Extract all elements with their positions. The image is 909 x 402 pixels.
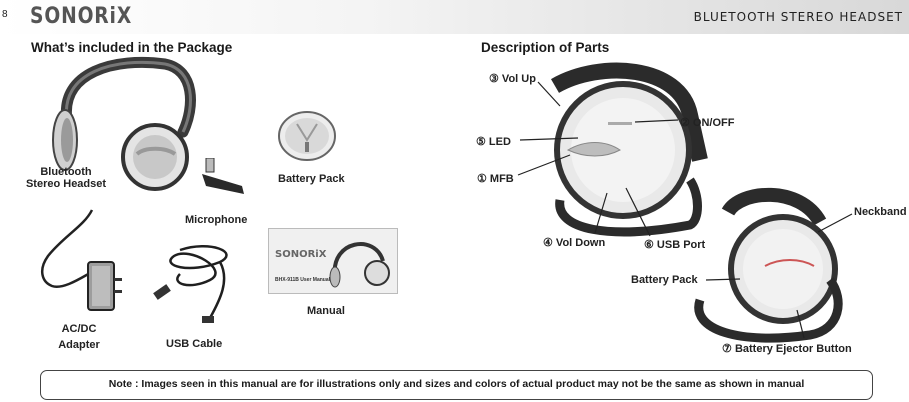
headset-label-line1: Bluetooth xyxy=(40,166,92,178)
battery-ejector-text: Battery Ejector Button xyxy=(734,343,852,355)
back-earcup-illustration xyxy=(694,187,843,343)
adapter-label-line1: AC/DC xyxy=(61,323,97,335)
vol-up-leader xyxy=(537,81,561,107)
battery-ejector-marker: ⑦ xyxy=(722,343,732,355)
microphone-label: Microphone xyxy=(185,214,248,226)
adapter-label-line2: Adapter xyxy=(58,339,100,351)
headset-label: Bluetooth Stereo Headset xyxy=(20,166,112,190)
package-section-title: What’s included in the Package xyxy=(31,40,233,55)
battery-ejector-leader xyxy=(796,309,805,339)
microphone-image xyxy=(202,158,244,194)
label-led: ⑤ LED xyxy=(476,136,511,148)
battery-pack-leader xyxy=(705,278,741,281)
manual-label: Manual xyxy=(307,305,345,317)
label-vol-up: ③ Vol Up xyxy=(489,73,536,85)
headset-label-line2: Stereo Headset xyxy=(25,178,107,190)
manual-image: SONORiX BHX-911B User Manual xyxy=(268,228,398,294)
led-leader xyxy=(519,137,579,141)
headset-image xyxy=(52,56,196,191)
usb-cable-image xyxy=(153,245,228,323)
label-mfb: ① MFB xyxy=(477,173,514,185)
disclaimer-note: Note : Images seen in this manual are fo… xyxy=(40,370,873,400)
label-vol-down: ④ Vol Down xyxy=(543,237,606,249)
brand-logo: SONORiX xyxy=(30,4,133,29)
usb-cable-label: USB Cable xyxy=(166,338,223,350)
header-title: BLUETOOTH STEREO HEADSET xyxy=(693,10,903,24)
main-earcup-illustration xyxy=(551,62,708,237)
manual-headset-icon xyxy=(329,242,390,288)
page-number: 8 xyxy=(2,9,8,20)
adapter-label: AC/DC Adapter xyxy=(44,321,114,353)
vol-down-leader xyxy=(594,192,608,234)
label-battery-pack: Battery Pack xyxy=(631,274,698,286)
parts-section-title: Description of Parts xyxy=(481,40,610,55)
page-header xyxy=(0,0,909,34)
on-off-leader xyxy=(634,119,679,123)
usb-port-leader xyxy=(625,187,651,237)
neckband-leader xyxy=(817,213,853,233)
battery-pack-image xyxy=(278,111,336,161)
label-battery-ejector: ⑦ Battery Ejector Button xyxy=(722,342,852,355)
label-on-off: ② ON/OFF xyxy=(680,117,735,129)
adapter-image xyxy=(40,209,122,311)
manual-brand: SONORiX xyxy=(275,249,327,260)
battery-pack-label: Battery Pack xyxy=(278,173,345,185)
label-usb-port: ⑥ USB Port xyxy=(644,239,706,251)
label-neckband: Neckband xyxy=(854,206,907,218)
mfb-leader xyxy=(517,154,571,176)
manual-model: BHX-911B User Manual xyxy=(275,277,331,283)
